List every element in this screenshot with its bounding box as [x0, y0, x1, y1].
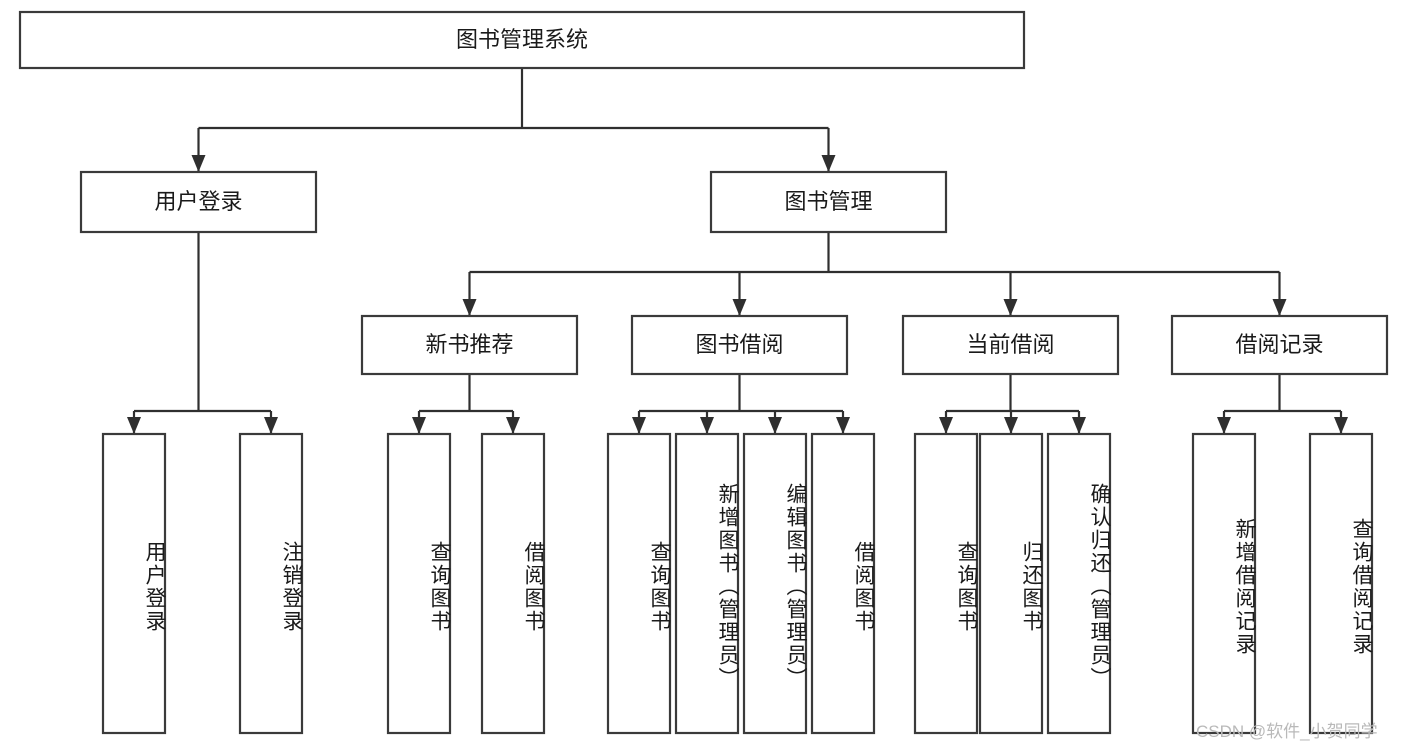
node-query-book-2[interactable] — [606, 432, 672, 735]
node-current-borrow[interactable] — [901, 314, 1120, 376]
arrow-head-icon — [939, 417, 953, 434]
node-add-borrow-record[interactable] — [1191, 432, 1257, 735]
node-user-login[interactable] — [79, 170, 318, 234]
node-edit-book-admin[interactable] — [742, 432, 808, 735]
arrow-head-icon — [1072, 417, 1086, 434]
arrow-head-icon — [1272, 299, 1287, 316]
node-confirm-return-admin[interactable] — [1046, 432, 1112, 735]
arrow-head-icon — [412, 417, 426, 434]
node-book-manage-label: 图书管理 — [784, 189, 872, 214]
arrow-head-icon — [1217, 417, 1231, 434]
box-layer — [18, 10, 1389, 735]
arrow-head-icon — [462, 299, 477, 316]
arrow-head-icon — [821, 155, 836, 172]
node-new-book-recommend[interactable] — [360, 314, 579, 376]
node-query-book-3[interactable] — [913, 432, 979, 735]
node-user-login-leaf[interactable] — [101, 432, 167, 735]
arrow-head-icon — [506, 417, 520, 434]
node-root[interactable] — [18, 10, 1026, 70]
arrow-head-icon — [768, 417, 782, 434]
node-borrow-record-label: 借阅记录 — [1235, 332, 1323, 357]
node-book-borrow[interactable] — [630, 314, 849, 376]
node-query-borrow-record[interactable] — [1308, 432, 1374, 735]
arrow-head-icon — [1003, 299, 1018, 316]
node-user-login-label: 用户登录 — [154, 189, 242, 214]
node-query-book-1[interactable] — [386, 432, 452, 735]
connector-layer — [127, 68, 1348, 434]
arrow-head-icon — [1004, 417, 1018, 434]
node-add-book-admin[interactable] — [674, 432, 740, 735]
arrow-head-icon — [732, 299, 747, 316]
arrow-head-icon — [836, 417, 850, 434]
node-book-manage[interactable] — [709, 170, 948, 234]
arrow-head-icon — [700, 417, 714, 434]
node-borrow-book-1[interactable] — [480, 432, 546, 735]
node-borrow-book-2[interactable] — [810, 432, 876, 735]
node-return-book[interactable] — [978, 432, 1044, 735]
arrow-head-icon — [127, 417, 141, 434]
arrow-head-icon — [1334, 417, 1348, 434]
arrow-head-icon — [264, 417, 278, 434]
node-user-logout-leaf[interactable] — [238, 432, 304, 735]
node-current-borrow-label: 当前借阅 — [966, 332, 1054, 357]
csdn-watermark: CSDN @软件_小贺同学 — [1196, 722, 1378, 741]
node-new-book-recommend-label: 新书推荐 — [425, 332, 513, 357]
arrow-head-icon — [632, 417, 646, 434]
arrow-head-icon — [191, 155, 206, 172]
node-book-borrow-label: 图书借阅 — [695, 332, 783, 357]
node-borrow-record[interactable] — [1170, 314, 1389, 376]
node-root-label: 图书管理系统 — [456, 27, 588, 52]
